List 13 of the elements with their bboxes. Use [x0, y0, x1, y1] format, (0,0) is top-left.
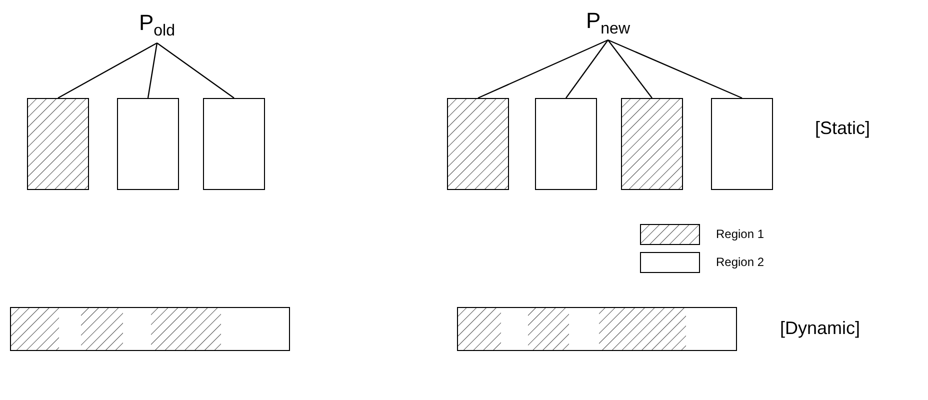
connector-line [478, 39, 608, 99]
section-label: [Dynamic] [780, 318, 860, 339]
connector-line [608, 40, 652, 98]
connector-line [608, 39, 742, 99]
connector-line [58, 42, 158, 99]
legend-label: Region 2 [716, 255, 764, 269]
process-label: P$_{new}$ [575, 8, 641, 40]
connector-line [156, 42, 234, 98]
section-label: [Static] [815, 118, 870, 139]
connector-line [566, 40, 608, 98]
connector-line [147, 42, 158, 98]
process-label: P$_{old}$ [127, 10, 187, 43]
legend-label: Region 1 [716, 227, 764, 241]
